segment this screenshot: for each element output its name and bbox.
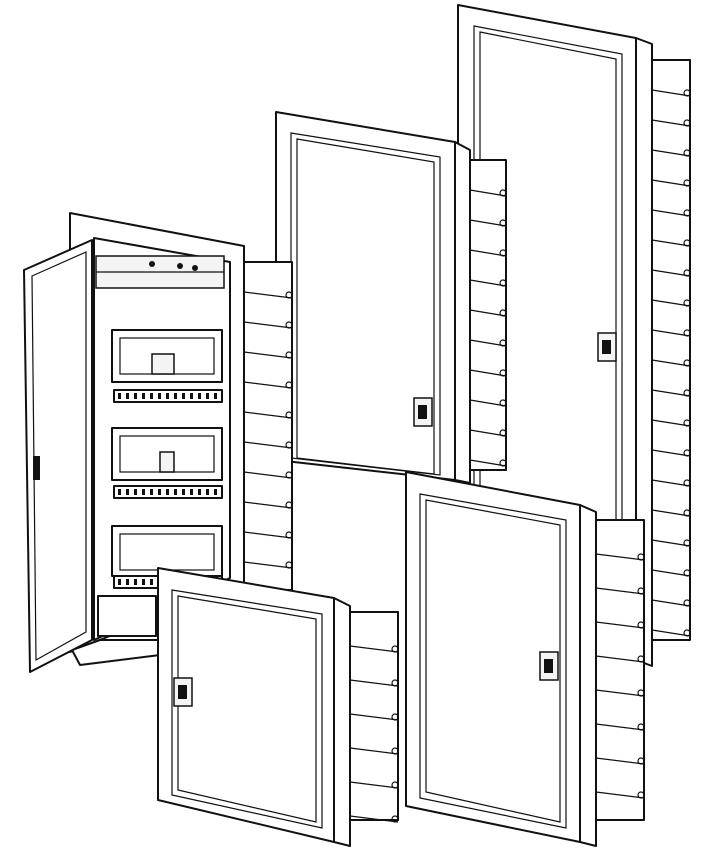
enclosure-medium-front [405, 471, 645, 847]
door-latch-icon [597, 332, 617, 362]
enclosure-small-front [157, 567, 399, 847]
door-latch-icon [173, 677, 193, 707]
enclosure-tall-middle [275, 111, 507, 484]
open-door [23, 239, 93, 673]
door-latch-icon [539, 651, 559, 681]
door-latch-icon [413, 397, 433, 427]
